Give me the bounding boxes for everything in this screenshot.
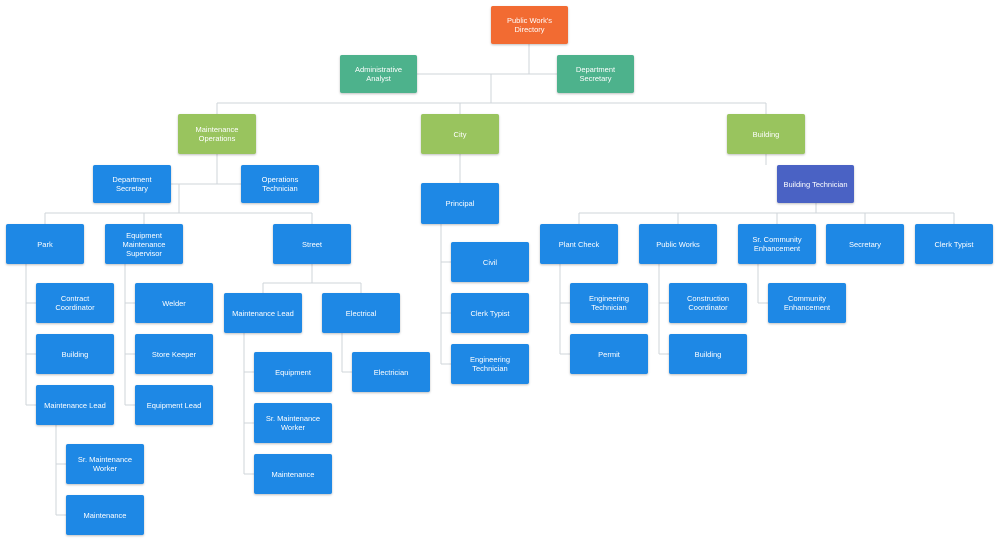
- node-park-building[interactable]: Building: [36, 334, 114, 374]
- node-public-works-directory[interactable]: Public Work's Directory: [491, 6, 568, 44]
- node-department-secretary-top[interactable]: Department Secretary: [557, 55, 634, 93]
- node-park-maintenance[interactable]: Maintenance: [66, 495, 144, 535]
- node-civil[interactable]: Civil: [451, 242, 529, 282]
- node-construction-coordinator[interactable]: Construction Coordinator: [669, 283, 747, 323]
- node-park-maintenance-lead[interactable]: Maintenance Lead: [36, 385, 114, 425]
- node-plant-check[interactable]: Plant Check: [540, 224, 618, 264]
- node-street-maintenance[interactable]: Maintenance: [254, 454, 332, 494]
- node-department-secretary-mo[interactable]: Department Secretary: [93, 165, 171, 203]
- node-maintenance-operations[interactable]: Maintenance Operations: [178, 114, 256, 154]
- node-city[interactable]: City: [421, 114, 499, 154]
- node-permit[interactable]: Permit: [570, 334, 648, 374]
- node-sr-maintenance-worker-park[interactable]: Sr. Maintenance Worker: [66, 444, 144, 484]
- node-building-division[interactable]: Building: [727, 114, 805, 154]
- node-engineering-technician-plant-check[interactable]: Engineering Technician: [570, 283, 648, 323]
- node-administrative-analyst[interactable]: Administrative Analyst: [340, 55, 417, 93]
- node-public-works-building[interactable]: Building: [669, 334, 747, 374]
- node-electrical[interactable]: Electrical: [322, 293, 400, 333]
- node-electrician[interactable]: Electrician: [352, 352, 430, 392]
- node-sr-maintenance-worker-street[interactable]: Sr. Maintenance Worker: [254, 403, 332, 443]
- node-equipment-maintenance-supervisor[interactable]: Equipment Maintenance Supervisor: [105, 224, 183, 264]
- node-sr-community-enhancement[interactable]: Sr. Community Enhancement: [738, 224, 816, 264]
- node-building-technician[interactable]: Building Technician: [777, 165, 854, 203]
- node-clerk-typist-city[interactable]: Clerk Typist: [451, 293, 529, 333]
- node-store-keeper[interactable]: Store Keeper: [135, 334, 213, 374]
- node-contract-coordinator[interactable]: Contract Coordinator: [36, 283, 114, 323]
- node-equipment[interactable]: Equipment: [254, 352, 332, 392]
- node-public-works[interactable]: Public Works: [639, 224, 717, 264]
- node-engineering-technician-city[interactable]: Engineering Technician: [451, 344, 529, 384]
- node-operations-technician[interactable]: Operations Technician: [241, 165, 319, 203]
- node-clerk-typist-building[interactable]: Clerk Typist: [915, 224, 993, 264]
- node-welder[interactable]: Welder: [135, 283, 213, 323]
- node-street-maintenance-lead[interactable]: Maintenance Lead: [224, 293, 302, 333]
- node-equipment-lead[interactable]: Equipment Lead: [135, 385, 213, 425]
- node-park[interactable]: Park: [6, 224, 84, 264]
- node-principal[interactable]: Principal: [421, 183, 499, 224]
- node-community-enhancement[interactable]: Community Enhancement: [768, 283, 846, 323]
- node-secretary[interactable]: Secretary: [826, 224, 904, 264]
- node-street[interactable]: Street: [273, 224, 351, 264]
